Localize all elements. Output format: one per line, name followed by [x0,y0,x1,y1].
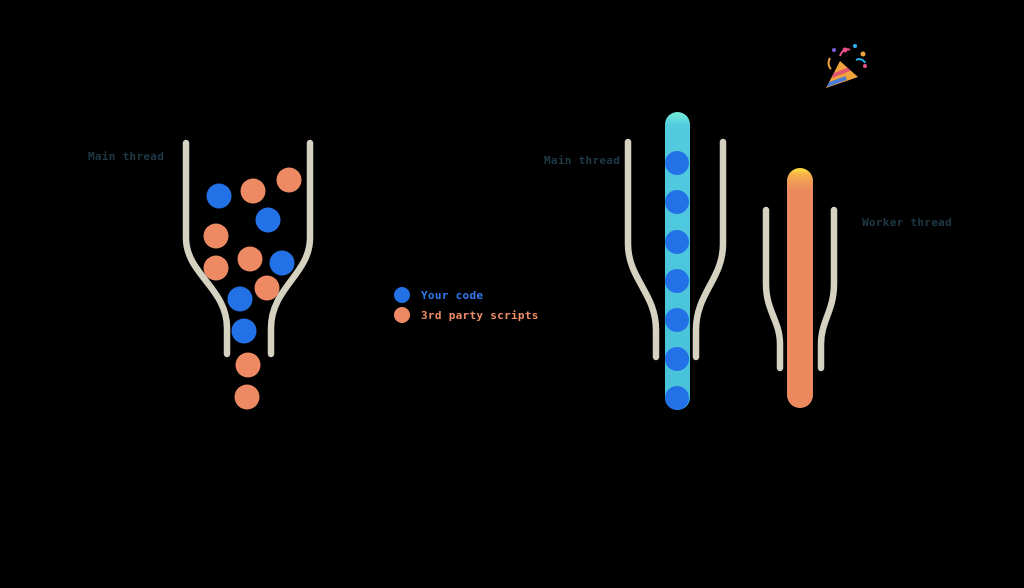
script-dot-orange [254,275,280,301]
main-thread-script-dots [203,167,302,410]
script-dot-orange [203,223,229,249]
script-dot-blue [665,347,689,371]
script-dot-blue [206,183,232,209]
script-dot-orange [237,246,263,272]
worker-thread-stream-bar [787,168,813,408]
legend: Your code 3rd party scripts [394,287,539,323]
script-dot-blue [227,286,253,312]
script-dot-blue [255,207,281,233]
your-code-dot-icon [394,287,410,303]
script-dot-orange [235,352,261,378]
script-dot-blue [665,190,689,214]
main-thread-label-right: Main thread [544,154,621,167]
party-popper-icon [826,44,867,88]
third-party-dot-icon [394,307,410,323]
third-party-label: 3rd party scripts [421,308,539,322]
script-dot-blue [665,230,689,254]
script-dot-orange [276,167,302,193]
left-funnel-wall-right [267,139,314,358]
legend-item-your-code: Your code [394,287,539,303]
left-funnel-wall-left [182,139,231,358]
main-bar-dots [665,151,689,410]
main-thread-label-left: Main thread [88,150,165,163]
worker-funnel-wall-left [762,206,784,372]
script-dot-blue [665,151,689,175]
main-thread-stream-bar [665,112,690,410]
main-funnel-wall-left [624,138,660,361]
script-dot-orange [240,178,266,204]
script-dot-blue [665,308,689,332]
worker-thread-label: Worker thread [862,216,952,229]
your-code-label: Your code [421,288,484,302]
legend-item-3rd-party-scripts: 3rd party scripts [394,307,539,323]
script-dot-blue [269,250,295,276]
script-dot-blue [665,269,689,293]
script-dot-orange [234,384,260,410]
script-dot-blue [665,386,689,410]
worker-funnel-wall-right [817,206,838,372]
main-funnel-wall-right [692,138,727,361]
script-dot-orange [203,255,229,281]
script-dot-blue [231,318,257,344]
